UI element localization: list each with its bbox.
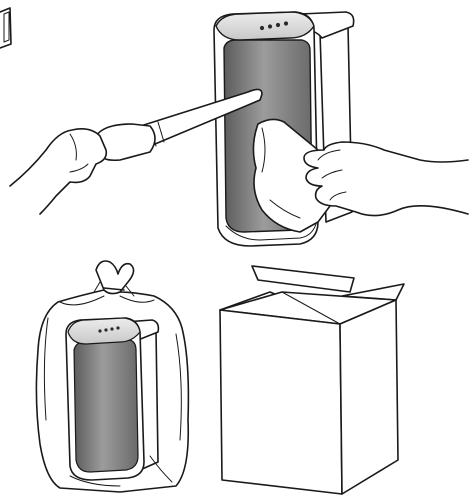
left-hand bbox=[10, 129, 106, 214]
bagged-appliance-panel bbox=[36, 261, 188, 492]
box-back-flap bbox=[252, 266, 354, 292]
appliance-small bbox=[66, 318, 158, 480]
box-front-face bbox=[220, 310, 342, 494]
cleaning-panel bbox=[0, 8, 468, 246]
box-side-face bbox=[340, 300, 398, 494]
partial-box-corner bbox=[0, 8, 11, 48]
shipping-box-panel bbox=[220, 266, 404, 494]
right-hand bbox=[304, 142, 468, 216]
